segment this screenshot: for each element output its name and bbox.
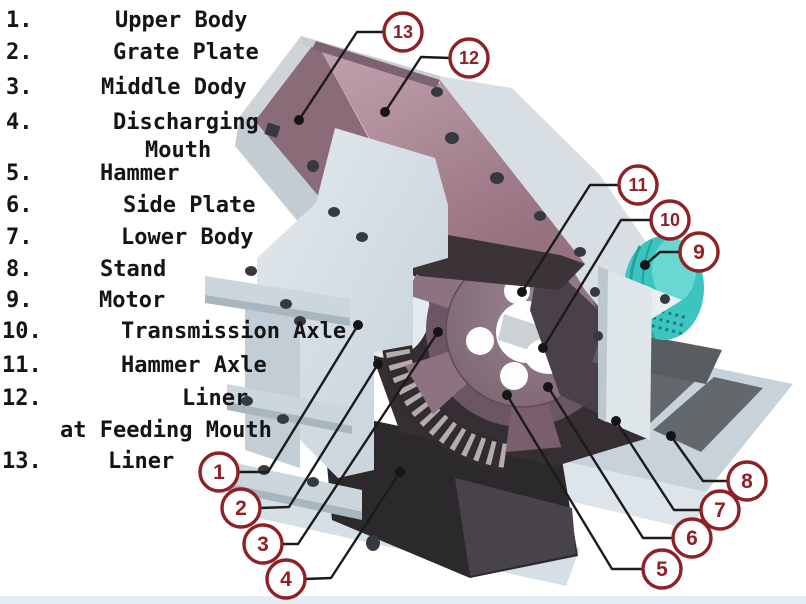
leader-line [297,30,384,121]
leader-dot [502,390,512,400]
callout-circle [220,487,262,529]
leader-line [541,218,651,349]
callout-13: 13 [294,11,424,125]
callout-circle [671,517,713,559]
leader-line [614,420,701,512]
callout-number: 8 [741,470,753,493]
leader-dot [353,320,363,330]
callout-circle [641,548,683,590]
callout-number: 7 [714,499,726,522]
left-body-wall [257,128,448,478]
leader-dot [611,416,621,426]
callout-circle [678,231,720,273]
leader-dot [395,467,405,477]
callout-circle [699,489,741,531]
leader-dot [294,115,304,125]
leader-line [670,435,728,483]
floor-strip [0,596,806,604]
callout-circle [382,11,424,53]
callout-number: 1 [213,461,225,484]
callout-10: 10 [538,199,691,353]
callout-11: 11 [517,164,659,297]
callout-circle [617,164,659,206]
leader-dot [543,382,553,392]
callout-number: 12 [459,48,479,68]
callout-7: 7 [611,416,741,531]
hammer-axle-hole [500,362,528,390]
callout-number: 2 [235,497,247,520]
callout-number: 5 [656,558,668,581]
leader-line [383,55,451,113]
leader-line [259,363,380,510]
hopper-liner-back [316,41,585,264]
hopper-left-rim [240,36,316,121]
callout-number: 4 [280,568,292,591]
callout-circle [242,523,284,565]
callout-circle [198,451,240,493]
bolts [241,87,603,551]
callout-9: 9 [640,231,720,273]
callout-3: 3 [242,327,443,565]
callouts: 1 2 3 4 5 6 [198,11,768,600]
leader-line [520,183,619,293]
callout-8: 8 [666,431,768,502]
callout-1: 1 [198,320,363,493]
callout-2: 2 [220,359,383,529]
callout-5: 5 [502,390,683,590]
leader-dot [666,431,676,441]
leader-line [304,471,402,581]
hammer-axle-hole [466,327,494,355]
leader-dot [373,359,383,369]
support-column [598,266,652,440]
callout-number: 9 [693,241,705,264]
leader-line [282,331,440,546]
leader-dot [538,343,548,353]
callout-circle [448,37,490,79]
callout-6: 6 [543,382,713,559]
leader-dot [517,287,527,297]
callout-circle [265,558,307,600]
callout-12: 12 [380,37,490,117]
callout-number: 11 [628,175,647,195]
callout-number: 3 [257,533,269,556]
callout-number: 13 [393,22,413,42]
leader-line [505,394,643,571]
callout-number: 6 [686,527,698,550]
leader-dot [380,107,390,117]
leader-line [546,386,673,540]
leader-dot [640,260,650,270]
stand [205,128,448,520]
callout-circle [649,199,691,241]
leader-dot [433,327,443,337]
callout-circle [726,460,768,502]
callout-4: 4 [265,467,405,600]
leader-line [238,324,360,474]
leader-line [644,250,680,266]
callout-number: 10 [660,210,680,230]
